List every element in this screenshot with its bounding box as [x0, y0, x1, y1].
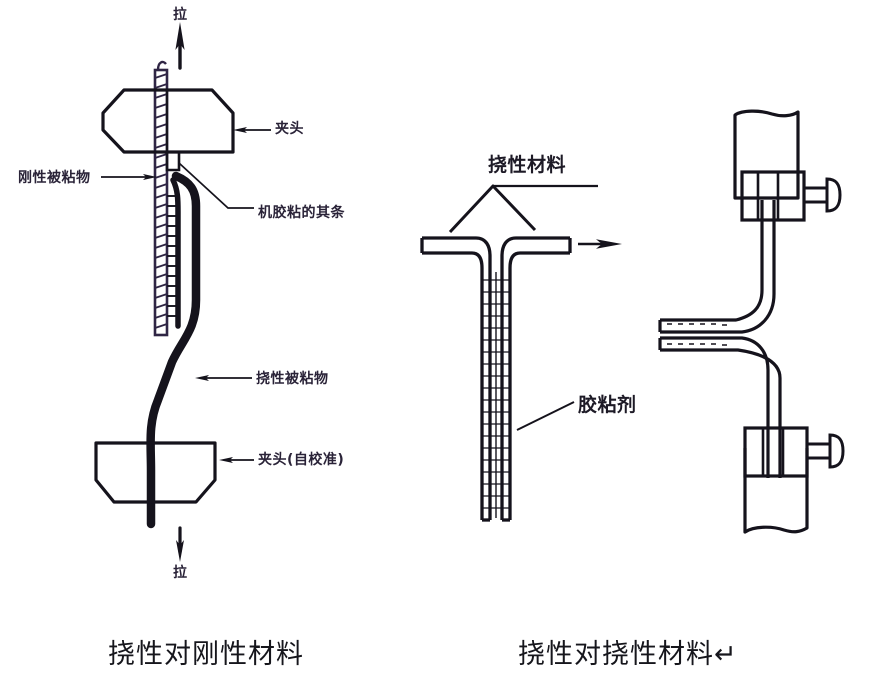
t-peel-left-arm [420, 236, 492, 522]
label-rigid-adherend: 刚性被粘物 [18, 170, 91, 186]
label-flexible-material: 挠性材料 [488, 154, 567, 176]
leader-bond-line [178, 162, 254, 209]
leader-clamp-head-2 [219, 457, 254, 463]
leader-clamp-head [233, 127, 271, 133]
label-pull-top: 拉 [173, 7, 188, 23]
caption-left: 挠性对刚性材料 [108, 639, 304, 670]
label-flexible-adherend: 挠性被粘物 [256, 371, 329, 387]
leader-flexible-adherend [195, 375, 252, 381]
label-bond-line: 机胶粘的其条 [258, 205, 345, 221]
t-peel-adhesive-line [483, 272, 509, 518]
pull-arrow-top [175, 22, 185, 70]
leader-rigid-adherend [101, 174, 157, 180]
pull-arrow-bottom [176, 526, 184, 562]
flexible-material-pointer [448, 184, 598, 234]
t-peel-pull-arrow [578, 239, 622, 249]
t-peel-right-arm [500, 236, 572, 522]
flexible-adherend-strip [146, 171, 201, 529]
specimen-strip-lower [658, 336, 782, 478]
right-diagram-group [658, 109, 845, 534]
leader-adhesive [516, 401, 575, 431]
lower-clamp-head [94, 441, 217, 504]
caption-right: 挠性对挠性材料↵ [518, 639, 738, 670]
upper-fixture-block [733, 109, 800, 200]
upper-clamp-screw [802, 177, 842, 213]
label-pull-bottom: 拉 [173, 565, 188, 581]
left-diagram-group [94, 22, 271, 562]
rigid-adherend-strip [153, 60, 169, 337]
middle-diagram-group [420, 184, 622, 522]
label-clamp-head: 夹头 [275, 121, 304, 137]
upper-clamp-head [101, 88, 235, 172]
label-adhesive: 胶粘剂 [578, 394, 637, 416]
lower-fixture-block [743, 448, 809, 534]
label-clamp-head-self-align: 夹头(自校准) [258, 452, 345, 468]
specimen-strip-upper [658, 200, 776, 334]
